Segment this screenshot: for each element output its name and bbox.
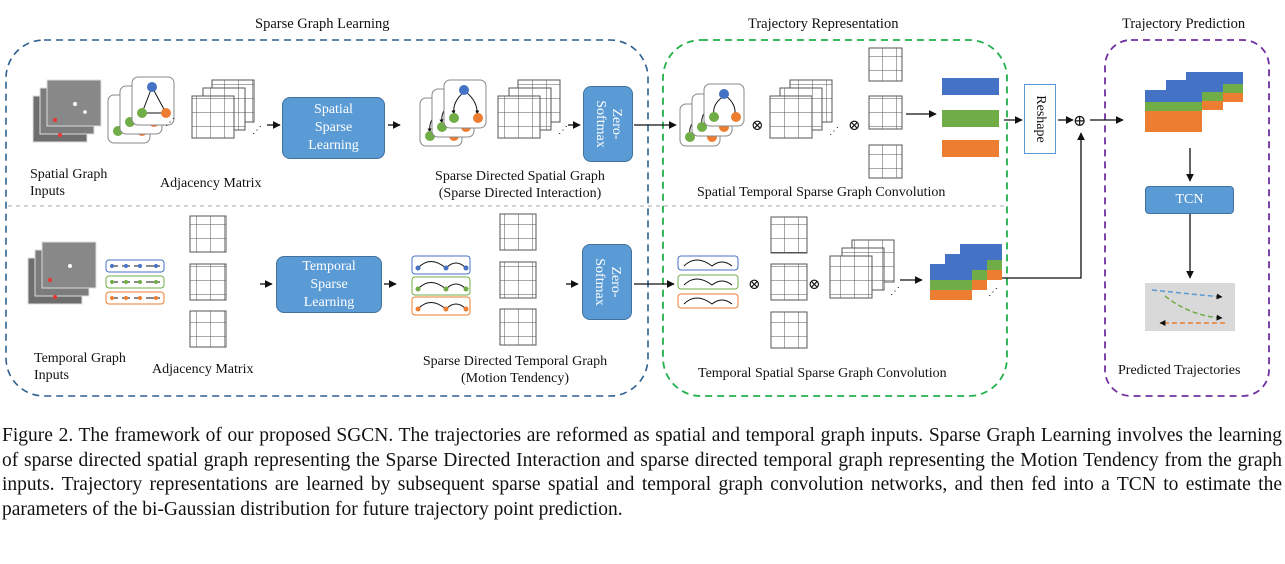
spatial-sparse-learning-box: Spatial Sparse Learning <box>282 97 385 159</box>
predicted-trajectories-image <box>1145 283 1235 331</box>
otimes-3: ⊗ <box>748 277 761 293</box>
temporal-input-photos <box>27 241 97 305</box>
sparse-graph-learning-region <box>5 39 649 397</box>
section-sparse-graph-learning: Sparse Graph Learning <box>255 16 390 32</box>
svg-text:⋰: ⋰ <box>890 286 900 297</box>
sparse-spatial-graph-cards <box>419 79 487 147</box>
temporal-spatial-conv-label: Temporal Spatial Sparse Graph Convolutio… <box>698 366 947 381</box>
trajectory-representation-region <box>662 39 1008 397</box>
section-trajectory-representation: Trajectory Representation <box>748 16 899 32</box>
spatial-graph-cards: ⋰ <box>107 76 175 144</box>
temporal-sequence-cards <box>105 259 165 305</box>
sparse-temporal-matrices <box>499 213 537 346</box>
figure-caption: Figure 2. The framework of our proposed … <box>2 425 1282 520</box>
otimes-1: ⊗ <box>751 118 764 134</box>
adjacency-matrix-bottom <box>189 215 227 348</box>
sparse-temporal-graph-cards <box>411 255 471 316</box>
svg-text:⋰: ⋰ <box>558 125 568 136</box>
otimes-4: ⊗ <box>808 277 821 293</box>
zero-softmax-top-label: Zero- Softmax <box>593 100 624 148</box>
reshape-box: Reshape <box>1024 84 1056 154</box>
zero-softmax-top-box: Zero- Softmax <box>583 86 633 162</box>
reshape-label: Reshape <box>1033 95 1048 143</box>
rep-output-stack-bottom: ⋰ <box>930 244 1002 300</box>
sparse-spatial-matrix: ⋰ <box>497 79 568 139</box>
rep-matrix-top: ⋰ <box>769 79 839 139</box>
svg-text:⋰: ⋰ <box>829 126 839 137</box>
sparse-directed-temporal-graph-label: Sparse Directed Temporal Graph (Motion T… <box>422 354 608 386</box>
zero-softmax-bottom-label: Zero- Softmax <box>592 258 623 306</box>
trajectory-prediction-region <box>1104 39 1270 397</box>
temporal-graph-inputs-label: Temporal Graph Inputs <box>34 351 126 383</box>
framework-diagram: ⋰ ⋰ ⋰ <box>5 39 1270 397</box>
svg-text:⋰: ⋰ <box>988 287 998 298</box>
tcn-box: TCN <box>1145 186 1234 214</box>
rep-matrix-bottom: ⋰ <box>829 239 900 299</box>
rep-weight-stack-top <box>868 47 903 179</box>
spatial-temporal-conv-label: Spatial Temporal Sparse Graph Convolutio… <box>697 185 946 200</box>
spatial-graph-inputs-label: Spatial Graph Inputs <box>30 167 108 199</box>
otimes-2: ⊗ <box>848 118 861 134</box>
spatial-input-photos <box>32 79 102 143</box>
rep-temporal-cards <box>677 255 739 309</box>
prediction-stack <box>1145 72 1243 132</box>
adjacency-matrix-top: ⋰ <box>191 79 262 139</box>
sparse-directed-spatial-graph-label: Sparse Directed Spatial Graph (Sparse Di… <box>435 169 605 201</box>
rep-output-bars <box>942 78 999 157</box>
svg-text:⋰: ⋰ <box>252 125 262 136</box>
zero-softmax-bottom-box: Zero- Softmax <box>582 244 632 320</box>
rep-spatial-graph-cards <box>679 83 745 147</box>
temporal-sparse-learning-box: Temporal Sparse Learning <box>276 256 382 313</box>
adjacency-matrix-bottom-label: Adjacency Matrix <box>152 362 254 377</box>
adjacency-matrix-top-label: Adjacency Matrix <box>160 176 262 191</box>
svg-text:⋰: ⋰ <box>165 117 175 128</box>
section-trajectory-prediction: Trajectory Prediction <box>1122 16 1246 32</box>
rep-weight-stack-bottom <box>770 216 808 349</box>
predicted-trajectories-label: Predicted Trajectories <box>1118 363 1241 378</box>
oplus-symbol: ⊕ <box>1073 113 1086 130</box>
